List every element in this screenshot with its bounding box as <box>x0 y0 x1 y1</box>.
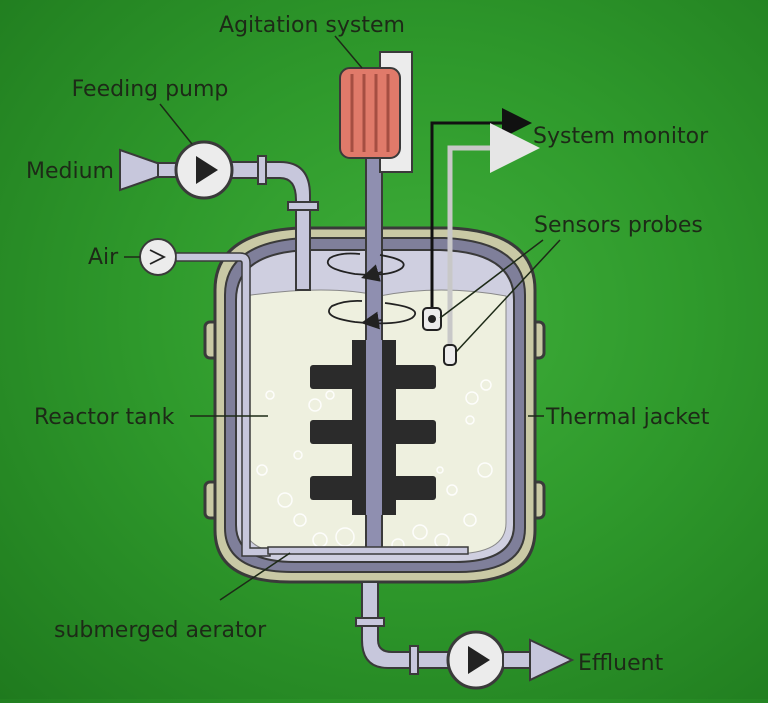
medium-feed-line <box>119 148 319 291</box>
label-submerged-aerator: submerged aerator <box>54 618 267 643</box>
sensor-probes <box>422 108 540 366</box>
label-effluent: Effluent <box>578 651 664 676</box>
label-agitation-system: Agitation system <box>219 13 405 38</box>
label-system-monitor: System monitor <box>533 124 709 149</box>
label-medium: Medium <box>26 159 114 184</box>
agitation-motor <box>339 51 413 173</box>
label-thermal-jacket: Thermal jacket <box>545 405 710 430</box>
agitator <box>310 149 436 551</box>
label-feeding-pump: Feeding pump <box>72 77 229 102</box>
leader-lines <box>124 35 561 601</box>
rotation-arrows <box>326 252 417 330</box>
feeding-pump <box>174 140 234 200</box>
air-line <box>139 238 469 557</box>
effluent-line <box>355 581 575 690</box>
label-sensors-probes: Sensors probes <box>534 213 703 238</box>
label-air: Air <box>88 245 119 270</box>
label-reactor-tank: Reactor tank <box>34 405 175 430</box>
